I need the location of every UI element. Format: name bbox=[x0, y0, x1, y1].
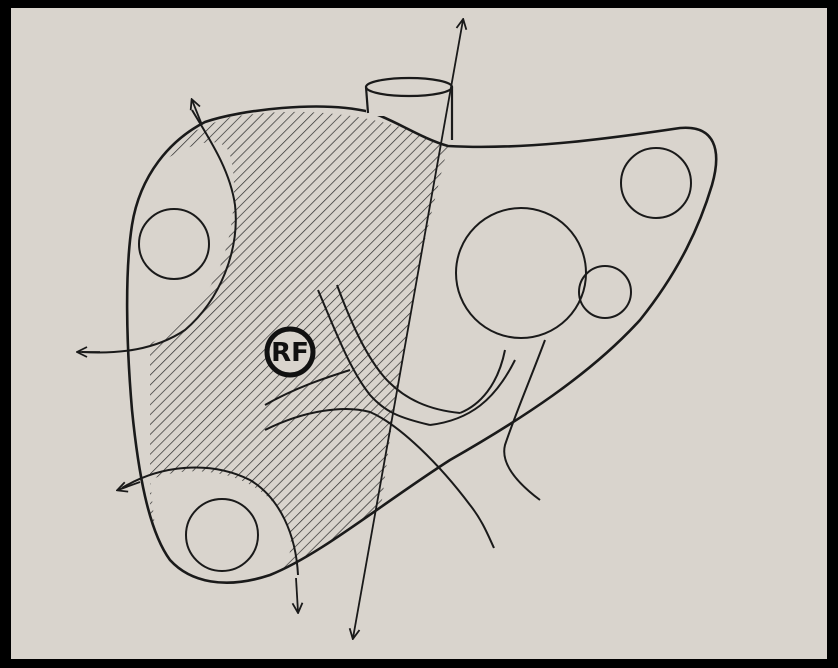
rf-label: RF bbox=[271, 338, 309, 368]
rf-marker: RF bbox=[267, 329, 313, 375]
